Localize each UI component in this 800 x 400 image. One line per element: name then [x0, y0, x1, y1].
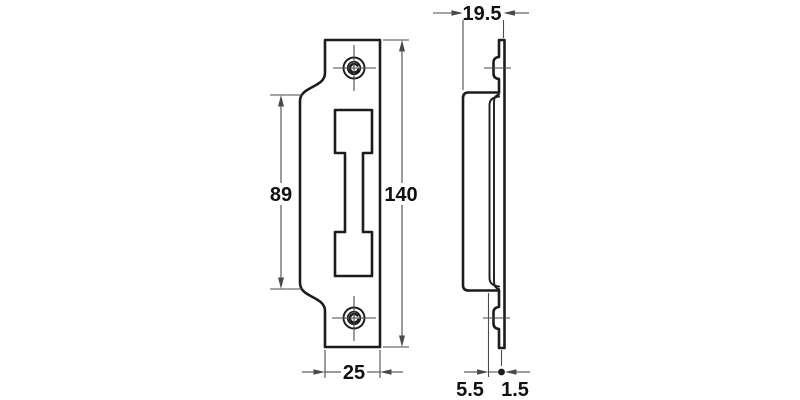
arrowhead-right [313, 369, 325, 375]
dim-label-flange-height: 89 [270, 184, 292, 206]
screw-hole-top-arc [348, 62, 360, 74]
arrowhead-left [380, 369, 392, 375]
dim-overall-height: 140 [383, 39, 418, 348]
arrowhead-down [399, 335, 405, 347]
screw-hole-top [333, 45, 376, 91]
dim-label-overall-depth: 19.5 [463, 3, 502, 25]
dim-label-material-thickness: 1.5 [501, 379, 529, 400]
arrowhead-up [278, 95, 284, 107]
arrowhead-right [477, 369, 489, 375]
dim-flange-height: 89 [270, 94, 303, 290]
latch-cutout [333, 108, 374, 278]
arrowhead-left [505, 369, 517, 375]
side-view [461, 38, 511, 350]
arrowhead-down [278, 277, 284, 289]
dim-overall-depth: 19.5 [433, 3, 529, 90]
dim-label-overall-height: 140 [384, 184, 417, 206]
arrowhead-up [399, 40, 405, 52]
side-dish-box [461, 91, 501, 292]
dimension-terminator-dot [498, 368, 505, 376]
dim-label-dish-offset: 5.5 [456, 379, 484, 400]
side-plate-outline [492, 38, 506, 350]
screw-hole-bottom [332, 296, 376, 341]
arrowhead-left [503, 10, 515, 16]
dim-dish-offset-and-thickness: 5.5 1.5 [456, 293, 530, 400]
side-dish-inner-edge-2 [493, 93, 500, 290]
front-view [298, 38, 382, 349]
screw-hole-bottom-arc [348, 312, 360, 324]
arrowhead-right [451, 10, 463, 16]
dim-plate-width: 25 [302, 350, 403, 384]
dim-label-plate-width: 25 [343, 362, 365, 384]
front-plate-outline [298, 38, 382, 349]
